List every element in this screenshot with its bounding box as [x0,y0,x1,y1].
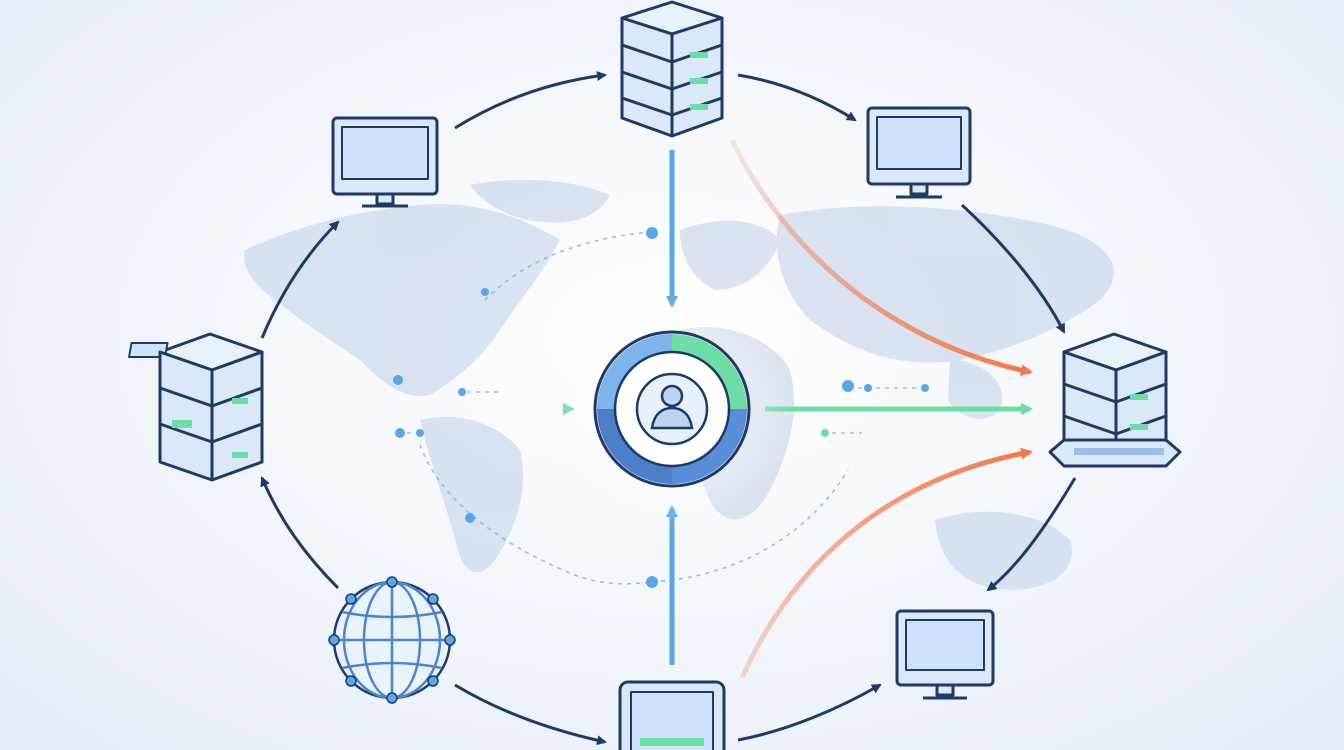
arrow-globe-to-tablet [454,683,607,746]
server-top[interactable] [620,0,724,138]
arrow-tablet-to-server-right [739,447,1033,680]
globe-network-icon [328,576,456,704]
monitor-bottom-right[interactable] [895,609,995,700]
server-left[interactable] [128,332,264,482]
connector-dots [393,227,929,588]
server-icon [620,0,724,138]
server-right[interactable] [1048,332,1182,468]
arrow-server-left-to-monitor-left [260,220,340,339]
sync-ring [597,334,747,484]
arrow-monitor-right-to-server-right [960,203,1066,334]
monitor-icon [331,116,439,208]
arrow-server-right-to-monitor-bottom-right [986,477,1077,592]
outer-cycle-arrows [260,71,1077,746]
center-node [552,290,792,530]
arrow-server-top-to-monitor-right [737,73,857,122]
tablet-icon [618,680,726,750]
arrow-globe-to-server-left [260,476,340,590]
arrow-monitor-to-server-top [454,71,607,130]
server-icon [1048,332,1182,468]
globe-bottom-left[interactable] [328,576,456,704]
server-icon [128,332,264,482]
arrow-tablet-to-monitor-bottom-right [737,683,882,742]
monitor-top-left[interactable] [331,116,439,208]
user-sync-icon [650,384,694,430]
tablet-bottom[interactable] [618,680,726,750]
monitor-icon [866,106,972,199]
orange-arrows [729,138,1033,680]
monitor-icon [895,609,995,700]
monitor-top-right[interactable] [866,106,972,199]
arrow-server-top-to-server-right [729,138,1033,377]
